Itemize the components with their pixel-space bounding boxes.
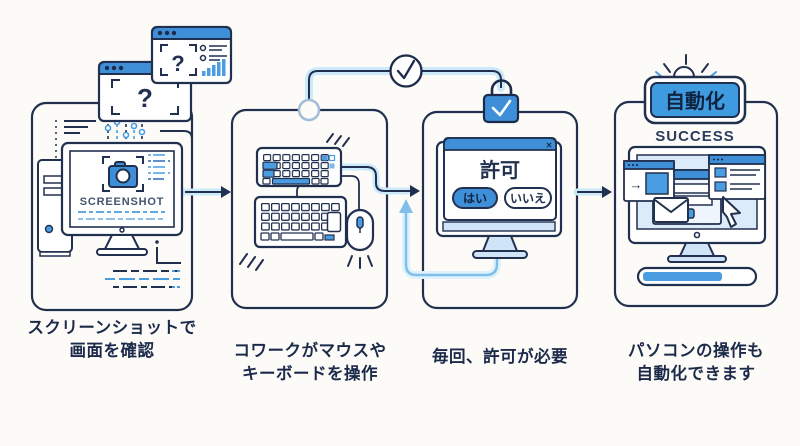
yes-button[interactable] (452, 187, 498, 209)
caption-step1: スクリーンショットで 画面を確認 (12, 317, 212, 363)
full-keyboard (253, 195, 348, 249)
browser-window-back: ? (150, 25, 233, 85)
dialog-title: 許可 (480, 158, 520, 182)
arrow-step3-to-step4 (602, 186, 612, 198)
bar-chart-icon (202, 59, 226, 76)
automation-badge: 自動化 (643, 75, 747, 125)
mini-window-left: → (623, 160, 675, 202)
caption-step2: コワークがマウスや キーボードを操作 (212, 340, 408, 386)
step1-illustration: SCREENSHOT (37, 118, 184, 288)
bullet-list-icon (199, 44, 227, 62)
enter-key (326, 211, 342, 233)
spacebar-key (271, 177, 311, 185)
screenshot-label: SCREENSHOT (80, 196, 164, 208)
check-circle-icon (389, 54, 423, 88)
permission-dialog: × 許可 はい いいえ (443, 137, 557, 221)
screenshot-monitor: SCREENSHOT (60, 141, 184, 256)
title-bar (151, 26, 232, 40)
step4-illustration: 自動化 SUCCESS (623, 54, 767, 287)
connector-node-icon (297, 98, 321, 122)
circuit-dots (104, 118, 146, 142)
caption-step4-line1: パソコンの操作も (628, 342, 764, 360)
panel1-branch-line (160, 130, 193, 140)
progress-bar-fill (643, 272, 722, 281)
automation-badge-label: 自動化 (665, 89, 725, 113)
log-lines-decoration (105, 240, 181, 288)
power-dot-icon (44, 224, 54, 234)
cursor-icon (722, 196, 741, 228)
success-label: SUCCESS (655, 128, 735, 145)
progress-bar (636, 266, 758, 287)
step3-illustration: × 許可 はい いいえ (435, 137, 563, 259)
list-lines-icon (55, 120, 96, 160)
approval-flow-line (297, 54, 520, 124)
dialog-title-bar (443, 137, 557, 151)
caption-step1-line1: スクリーンショットで (27, 319, 197, 337)
mini-window-right (708, 154, 766, 200)
mouse (345, 208, 375, 252)
close-icon[interactable]: × (546, 141, 552, 152)
envelope-icon (653, 197, 689, 223)
permission-loop-arrow (399, 199, 501, 279)
caption-step1-line2: 画面を確認 (69, 341, 155, 360)
mouse-cable (342, 175, 360, 210)
caption-step2-line1: コワークがマウスや (233, 342, 387, 360)
spacebar-key (280, 232, 314, 241)
arrow-step2-to-step3 (410, 185, 420, 197)
arrow-step1-to-step2 (221, 186, 231, 198)
monitor-stand (482, 235, 518, 252)
caption-step3: 毎回、許可が必要 (405, 346, 595, 369)
question-mark: ? (171, 51, 184, 76)
motion-lines (239, 133, 373, 271)
scroll-wheel-icon (356, 216, 364, 229)
camera-capture-icon (102, 156, 144, 192)
monitor-stand (679, 242, 715, 257)
yes-button-label: はい (463, 192, 487, 206)
caption-step4-line2: 自動化できます (636, 364, 756, 383)
no-button[interactable] (504, 187, 552, 209)
monitor-stand (104, 234, 140, 250)
step2-illustration (239, 133, 375, 271)
no-button-label: いいえ (510, 192, 546, 206)
caption-step4: パソコンの操作も 自動化できます (600, 340, 792, 386)
compact-keyboard (255, 146, 343, 188)
selection-brackets-icon (160, 44, 197, 76)
automation-monitor: → (623, 145, 767, 263)
arrow-glyph: → (630, 177, 643, 192)
caption-step3-line1: 毎回、許可が必要 (432, 348, 568, 366)
question-mark: ? (137, 83, 153, 113)
screen-list-lines (148, 154, 170, 180)
flow-arrows (179, 163, 612, 279)
caption-step2-line2: キーボードを操作 (242, 364, 378, 383)
lock-icon (482, 79, 520, 124)
